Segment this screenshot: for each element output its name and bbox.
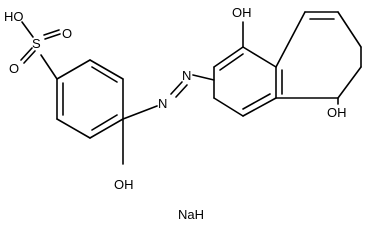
structure-drawing: HO S O O OH N N	[4, 5, 362, 222]
naphthalene-ring-left	[213, 46, 277, 117]
naphthol-oh-right-label: OH	[327, 105, 347, 120]
phenol-hydroxyl: OH	[114, 118, 134, 192]
counterion-label: NaH	[178, 207, 204, 222]
sulfonic-acid-group: HO S O O	[4, 9, 72, 80]
sulfonic-oh-label: HO	[4, 9, 24, 24]
sulfonyl-o-lower-label: O	[9, 61, 19, 76]
chemical-structure: HO S O O OH N N	[4, 5, 362, 222]
benzene-ring	[56, 59, 124, 139]
azo-n2-label: N	[182, 68, 191, 83]
azo-n1-label: N	[158, 96, 167, 111]
naphthol-oh-top-label: OH	[232, 5, 252, 20]
sulfonyl-o-right-label: O	[62, 26, 72, 41]
phenol-oh-label: OH	[114, 177, 134, 192]
sulfur-label: S	[32, 36, 41, 51]
naphthol-hydroxyls: OH OH	[232, 5, 347, 120]
azo-linkage: N N	[122, 68, 215, 120]
naphthalene-ring-right	[275, 11, 362, 99]
